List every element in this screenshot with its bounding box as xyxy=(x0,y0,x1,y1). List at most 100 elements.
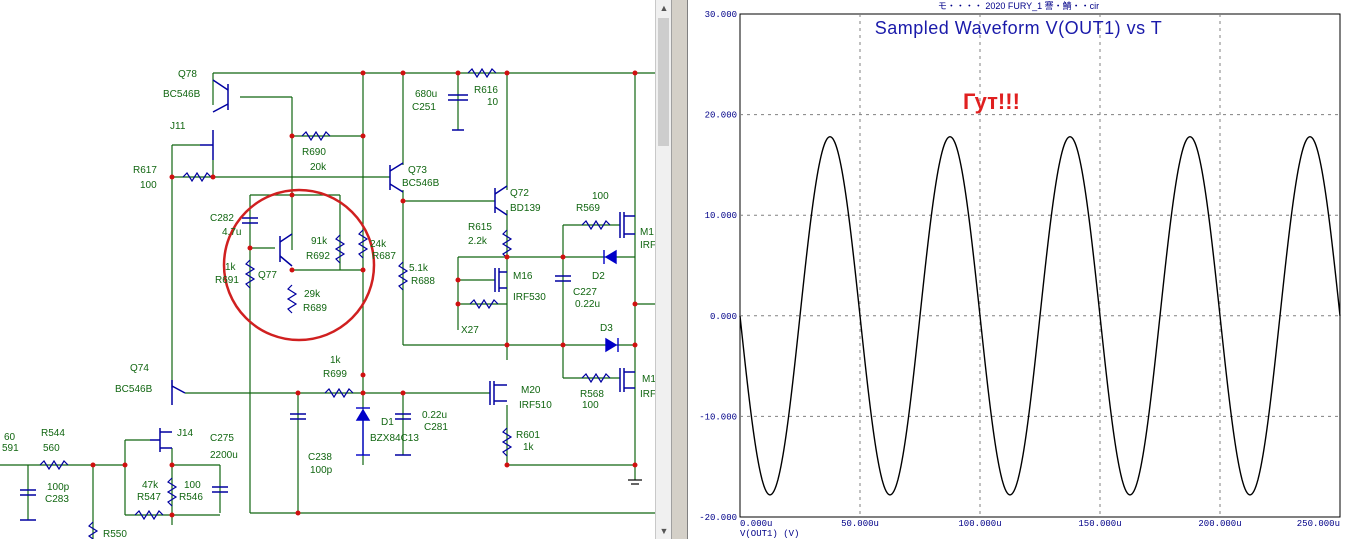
label-r568: R568 xyxy=(580,389,604,400)
label-r691-value: 1k xyxy=(225,262,237,273)
annotation-text: Гут!!! xyxy=(963,89,1020,114)
label-d1: D1 xyxy=(381,417,394,428)
resistor-r547 xyxy=(134,509,164,521)
diode-d1 xyxy=(355,408,371,421)
label-c251-value: 680u xyxy=(415,89,437,100)
label-x27: X27 xyxy=(461,325,479,336)
label-r690: R690 xyxy=(302,147,326,158)
diodes xyxy=(355,249,619,456)
component-labels: Q78 BC546B J11 R617 100 R690 20k Q73 BC5… xyxy=(2,69,656,539)
label-c281-value: 0.22u xyxy=(422,410,447,421)
label-c283: C283 xyxy=(45,494,69,505)
label-r689: R689 xyxy=(303,303,327,314)
x-tick-label: 50.000u xyxy=(841,519,879,529)
label-q73: Q73 xyxy=(408,165,427,176)
label-q73-type: BC546B xyxy=(402,178,440,189)
resistor-r569 xyxy=(581,219,611,231)
label-r544: R544 xyxy=(41,428,65,439)
plot-frame xyxy=(739,13,1341,518)
resistor-r568 xyxy=(581,372,611,384)
y-tick-label: 30.000 xyxy=(705,10,737,20)
y-tick-label: -10.000 xyxy=(699,412,737,422)
label-r689-value: 29k xyxy=(304,289,321,300)
resistor-r550 xyxy=(87,521,99,539)
label-m20: M20 xyxy=(521,385,541,396)
label-r616-value: 10 xyxy=(487,97,499,108)
resistor-r616 xyxy=(467,67,497,79)
scroll-up-arrow-icon[interactable]: ▲ xyxy=(656,0,671,16)
scroll-down-arrow-icon[interactable]: ▼ xyxy=(656,523,671,539)
label-m1-top: M1 xyxy=(640,227,654,238)
label-c282-value: 4.7u xyxy=(222,227,241,238)
x-axis-label: V(OUT1) (V) xyxy=(740,529,799,539)
label-r546-value: 100 xyxy=(184,480,201,491)
diode-d2 xyxy=(604,249,617,265)
pane-splitter[interactable] xyxy=(671,0,688,539)
label-r692: R692 xyxy=(306,251,330,262)
label-j14: J14 xyxy=(177,428,194,439)
label-left-60: 60 xyxy=(4,432,16,443)
label-c227: C227 xyxy=(573,287,597,298)
label-r547: R547 xyxy=(137,492,161,503)
y-tick-label: 0.000 xyxy=(710,312,737,322)
label-r617: R617 xyxy=(133,165,157,176)
label-c275: C275 xyxy=(210,433,234,444)
label-r544-value: 560 xyxy=(43,443,60,454)
resistor-r689 xyxy=(286,284,298,314)
label-r615-value: 2.2k xyxy=(468,236,488,247)
resistor-r544 xyxy=(39,459,69,471)
x-tick-label: 150.000u xyxy=(1078,519,1121,529)
file-title: モ・・・・ 2020 FURY_1 謇・鯖・・cir xyxy=(937,1,1100,11)
x-tick-label: 200.000u xyxy=(1198,519,1241,529)
resistor-r692 xyxy=(334,234,346,264)
capacitors xyxy=(20,94,571,521)
schematic-pane[interactable]: Q78 BC546B J11 R617 100 R690 20k Q73 BC5… xyxy=(0,0,671,539)
label-left-591: 591 xyxy=(2,443,19,454)
label-r688: R688 xyxy=(411,276,435,287)
label-c251: C251 xyxy=(412,102,436,113)
label-m20-type: IRF510 xyxy=(519,400,552,411)
resistor-r688 xyxy=(397,261,409,291)
scrollbar-thumb[interactable] xyxy=(658,18,669,146)
label-r547-value: 47k xyxy=(142,480,159,491)
label-r699: R699 xyxy=(323,369,347,380)
label-m1-bottom: M1 xyxy=(642,374,656,385)
label-c275-value: 2200u xyxy=(210,450,238,461)
schematic-canvas[interactable]: Q78 BC546B J11 R617 100 R690 20k Q73 BC5… xyxy=(0,0,671,539)
waveform-plot: 30.00020.00010.0000.000-10.000-20.0000.0… xyxy=(699,10,1341,539)
label-r692-value: 91k xyxy=(311,236,328,247)
resistor-r617 xyxy=(182,171,212,183)
waveform-trace xyxy=(739,136,1341,496)
highlight-circle xyxy=(222,188,376,342)
label-r546: R546 xyxy=(179,492,203,503)
label-r691: R691 xyxy=(215,275,239,286)
transistors xyxy=(150,79,635,452)
resistor-r546 xyxy=(166,477,178,507)
label-r569-value: 100 xyxy=(592,191,609,202)
label-c238-value: 100p xyxy=(310,465,333,476)
label-m16: M16 xyxy=(513,271,533,282)
label-d3: D3 xyxy=(600,323,613,334)
schematic-vertical-scrollbar[interactable]: ▲ ▼ xyxy=(655,0,671,539)
label-r601-value: 1k xyxy=(523,442,535,453)
label-r615: R615 xyxy=(468,222,492,233)
y-tick-label: 10.000 xyxy=(705,211,737,221)
label-q78: Q78 xyxy=(178,69,197,80)
resistor-r699 xyxy=(324,387,354,399)
label-r601: R601 xyxy=(516,430,540,441)
axis-tick-labels: 30.00020.00010.0000.000-10.000-20.0000.0… xyxy=(699,10,1340,529)
label-r617-value: 100 xyxy=(140,180,157,191)
label-c227-value: 0.22u xyxy=(575,299,600,310)
label-r687-value: 24k xyxy=(370,239,387,250)
label-r569: R569 xyxy=(576,203,600,214)
label-q74: Q74 xyxy=(130,363,149,374)
label-irf-top: IRF xyxy=(640,240,656,251)
label-r616: R616 xyxy=(474,85,498,96)
resistors xyxy=(39,67,611,539)
label-r688-value: 5.1k xyxy=(409,263,429,274)
y-tick-label: -20.000 xyxy=(699,513,737,523)
label-r550: R550 xyxy=(103,529,127,539)
resistor-x27 xyxy=(469,298,499,310)
label-r568-value: 100 xyxy=(582,400,599,411)
